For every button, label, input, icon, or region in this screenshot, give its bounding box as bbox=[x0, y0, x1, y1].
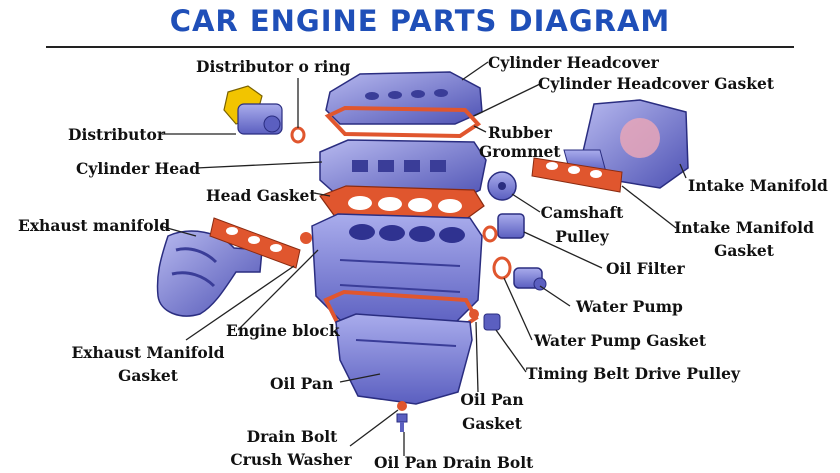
label-distributor: Distributor bbox=[68, 125, 166, 144]
cylinder-headcover-part bbox=[325, 71, 483, 125]
cylinder-head-part bbox=[319, 139, 487, 201]
label-exhaust-manifold-gasket-line2: Gasket bbox=[118, 366, 178, 385]
label-oil-pan-gasket-line1: Oil Pan bbox=[460, 390, 524, 409]
oil-filter-part bbox=[482, 213, 525, 243]
water-pump-part bbox=[513, 267, 547, 291]
label-cylinder-headcover: Cylinder Headcover bbox=[488, 53, 659, 72]
leader-lines bbox=[159, 61, 687, 456]
label-intake-manifold: Intake Manifold bbox=[688, 176, 828, 195]
label-cylinder-headcover-gasket: Cylinder Headcover Gasket bbox=[538, 74, 775, 93]
title-underline bbox=[46, 46, 794, 48]
label-intake-manifold-gasket-line2: Gasket bbox=[714, 241, 774, 260]
label-distributor-o-ring: Distributor o ring bbox=[196, 57, 351, 76]
label-drain-bolt-crush-washer-line2: Crush Washer bbox=[230, 450, 352, 469]
crush-washer-part bbox=[397, 401, 407, 411]
label-intake-manifold-gasket-line1: Intake Manifold bbox=[674, 218, 814, 237]
headcover-gasket-part bbox=[324, 105, 482, 139]
head-gasket-part bbox=[319, 185, 485, 223]
label-oil-filter: Oil Filter bbox=[606, 259, 685, 278]
page-title: CAR ENGINE PARTS DIAGRAM bbox=[169, 4, 671, 38]
label-exhaust-manifold: Exhaust manifold bbox=[18, 216, 171, 235]
label-oil-pan-drain-bolt: Oil Pan Drain Bolt bbox=[374, 453, 534, 472]
label-timing-belt-drive-pulley: Timing Belt Drive Pulley bbox=[526, 364, 740, 383]
camshaft-pulley-part bbox=[487, 171, 517, 201]
oil-pan-part bbox=[335, 313, 473, 405]
label-camshaft-pulley-line1: Camshaft bbox=[540, 203, 624, 222]
oil-pan-drain-bolt-part bbox=[396, 413, 408, 432]
label-rubber-grommet-line1: Rubber bbox=[488, 123, 552, 142]
label-head-gasket: Head Gasket bbox=[206, 186, 317, 205]
water-pump-gasket-part bbox=[492, 256, 512, 280]
timing-belt-drive-pulley-part bbox=[469, 309, 501, 331]
label-oil-pan: Oil Pan bbox=[270, 374, 334, 393]
label-water-pump-gasket: Water Pump Gasket bbox=[534, 331, 707, 350]
label-exhaust-manifold-gasket-line1: Exhaust Manifold bbox=[71, 343, 225, 362]
label-water-pump: Water Pump bbox=[576, 297, 683, 316]
intake-manifold-gasket-part bbox=[531, 157, 623, 193]
label-rubber-grommet-line2: Grommet bbox=[479, 142, 561, 161]
intake-manifold-part bbox=[563, 99, 689, 189]
engine-block-part bbox=[311, 213, 483, 329]
exhaust-manifold-gasket-part bbox=[209, 217, 301, 269]
exhaust-plug-part bbox=[300, 232, 312, 244]
label-drain-bolt-crush-washer-line1: Drain Bolt bbox=[246, 427, 338, 446]
label-cylinder-head: Cylinder Head bbox=[76, 159, 201, 178]
distributor-part bbox=[223, 85, 283, 135]
label-engine-block: Engine block bbox=[226, 321, 340, 340]
distributor-o-ring-part bbox=[290, 126, 306, 144]
label-oil-pan-gasket-line2: Gasket bbox=[462, 414, 522, 433]
label-camshaft-pulley-line2: Pulley bbox=[555, 227, 609, 246]
